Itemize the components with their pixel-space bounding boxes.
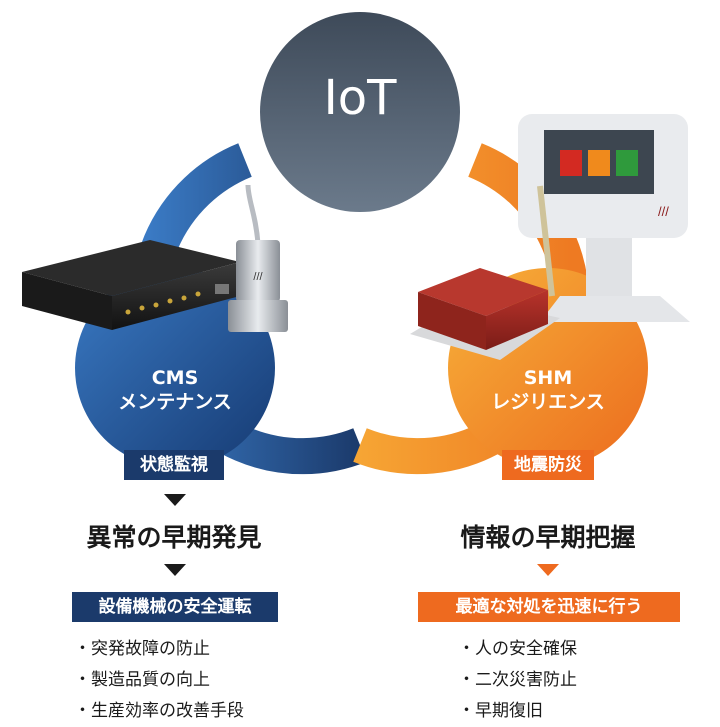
list-item: 人の安全確保 [458, 634, 577, 665]
svg-text:///: /// [658, 204, 669, 219]
vibration-sensor-image: /// [228, 184, 288, 332]
cms-banner: 設備機械の安全運転 [72, 592, 278, 622]
list-item: 突発故障の防止 [74, 634, 244, 665]
cms-title-line1: CMS [151, 367, 199, 389]
list-item: 早期復旧 [458, 696, 577, 727]
list-item: 二次災害防止 [458, 665, 577, 696]
cms-headline: 異常の早期発見 [86, 523, 262, 552]
iot-circle [260, 12, 460, 212]
shm-banner: 最適な対処を迅速に行う [418, 592, 680, 622]
shm-arrow-down [537, 564, 559, 576]
list-item: 生産効率の改善手段 [74, 696, 244, 727]
data-logger-device-image [22, 240, 240, 330]
shm-title-line1: SHM [523, 367, 573, 389]
shm-title: SHM レジリエンス [463, 366, 633, 414]
monitor-display-image: /// [518, 114, 690, 322]
seismic-sensor-box-image [410, 185, 560, 360]
cms-arrow-down-1 [164, 494, 186, 506]
shm-headline: 情報の早期把握 [460, 523, 636, 552]
cms-benefit-list: 突発故障の防止 製造品質の向上 生産効率の改善手段 [74, 634, 244, 727]
list-item: 製造品質の向上 [74, 665, 244, 696]
svg-text:///: /// [253, 271, 263, 283]
shm-benefit-list: 人の安全確保 二次災害防止 早期復旧 [458, 634, 577, 727]
iot-label: IoT [323, 70, 397, 126]
shm-title-line2: レジリエンス [491, 391, 605, 413]
cms-tag: 状態監視 [124, 450, 224, 480]
cms-title-line2: メンテナンス [118, 391, 232, 413]
cms-title: CMS メンテナンス [90, 366, 260, 414]
cms-arrow-down-2 [164, 564, 186, 576]
shm-tag: 地震防災 [502, 450, 594, 480]
